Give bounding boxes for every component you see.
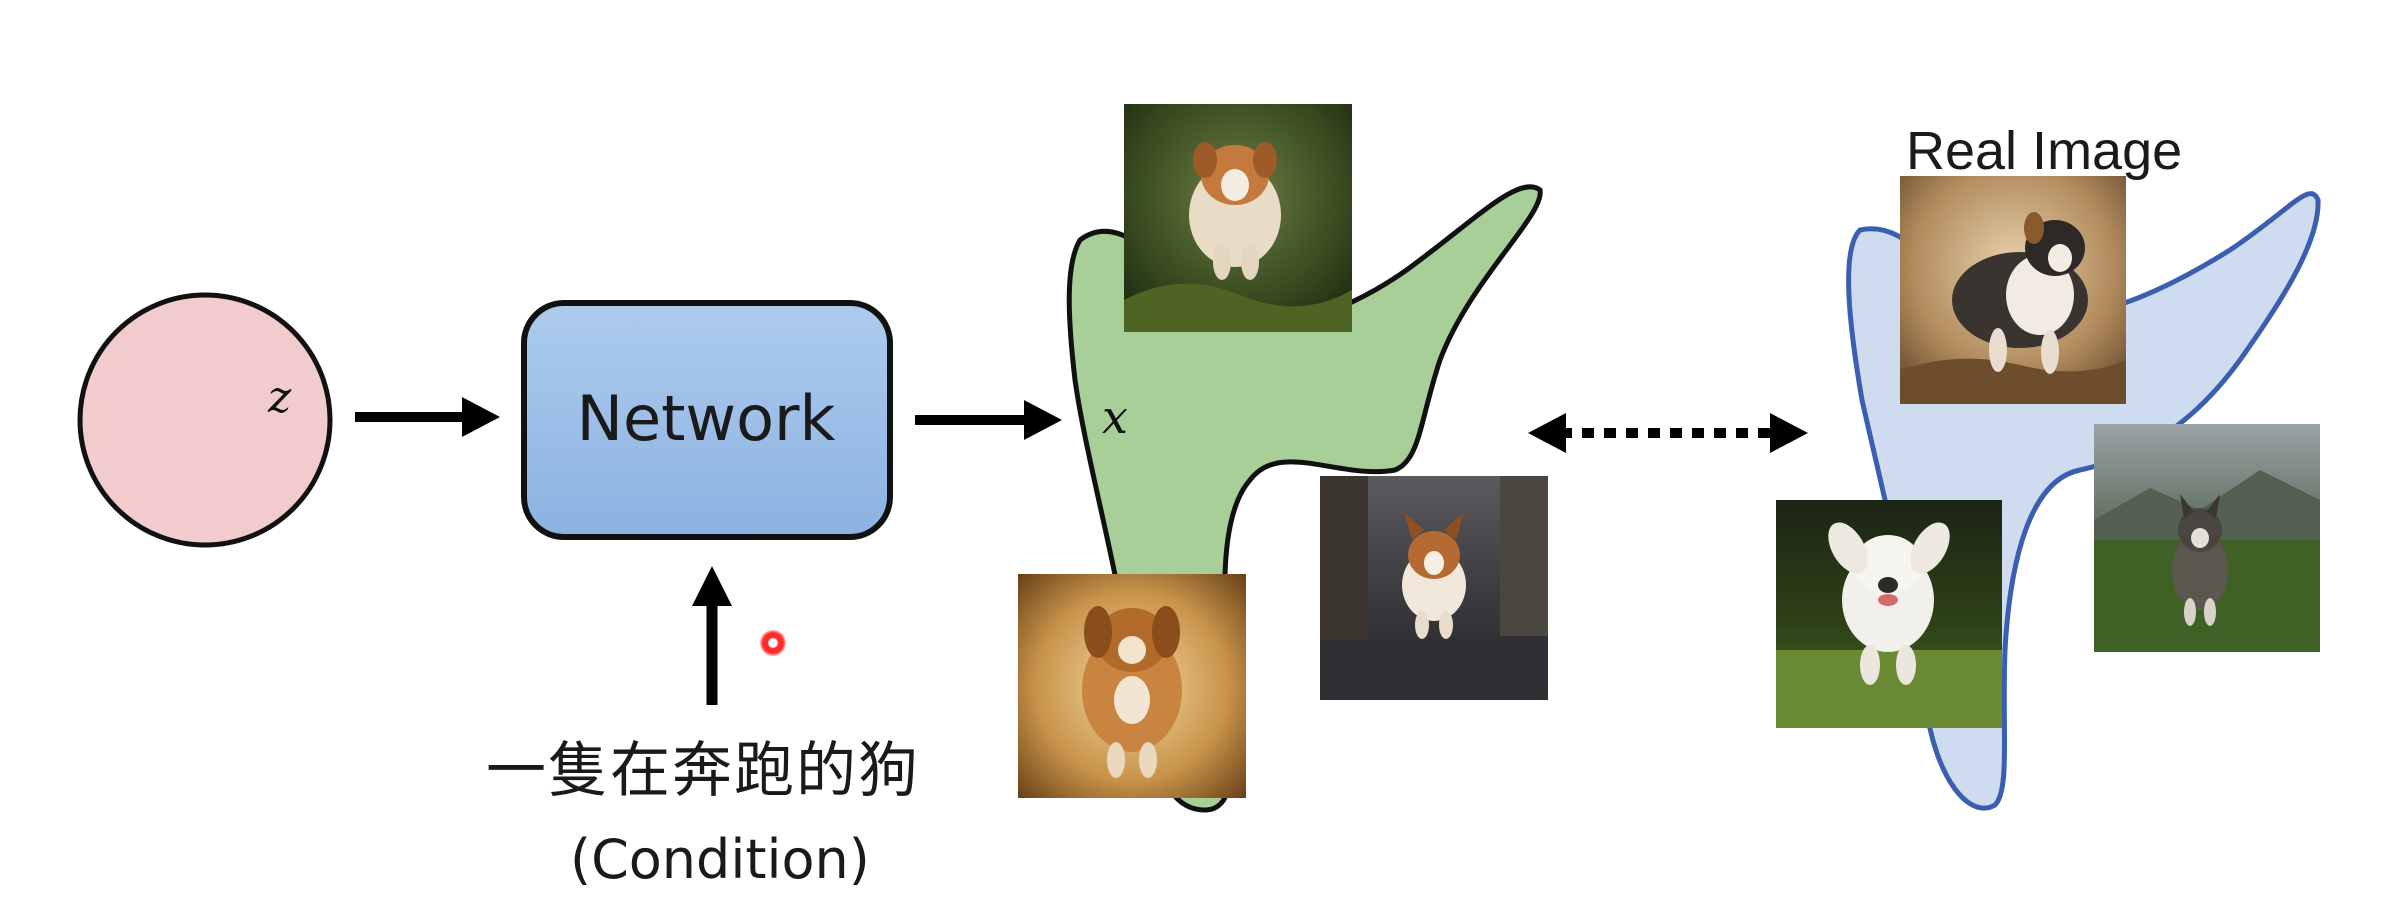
bidirectional-compare-arrow [1528, 413, 1808, 453]
dog-running-dust-photo [1018, 574, 1246, 798]
white-dog-running-grass-photo [1776, 500, 2002, 728]
dog-running-dirt-photo [1900, 176, 2126, 404]
arrow-condition-to-network [692, 566, 732, 705]
output-symbol-x: x [1102, 390, 1128, 444]
laser-pointer-dot [760, 630, 786, 656]
dog-running-street-photo [1320, 476, 1548, 700]
network-label: Network [520, 382, 892, 455]
dog-running-grass-photo [1124, 104, 1352, 332]
husky-running-field-photo [2094, 424, 2320, 652]
condition-text: 一隻在奔跑的狗 [486, 722, 920, 809]
arrow-z-to-network [355, 397, 500, 437]
noise-circle [80, 295, 330, 545]
condition-sub-label: (Condition) [570, 828, 870, 891]
arrow-network-to-output [915, 400, 1062, 440]
noise-symbol-z: z [268, 372, 291, 423]
real-image-title: Real Image [1906, 120, 2182, 182]
